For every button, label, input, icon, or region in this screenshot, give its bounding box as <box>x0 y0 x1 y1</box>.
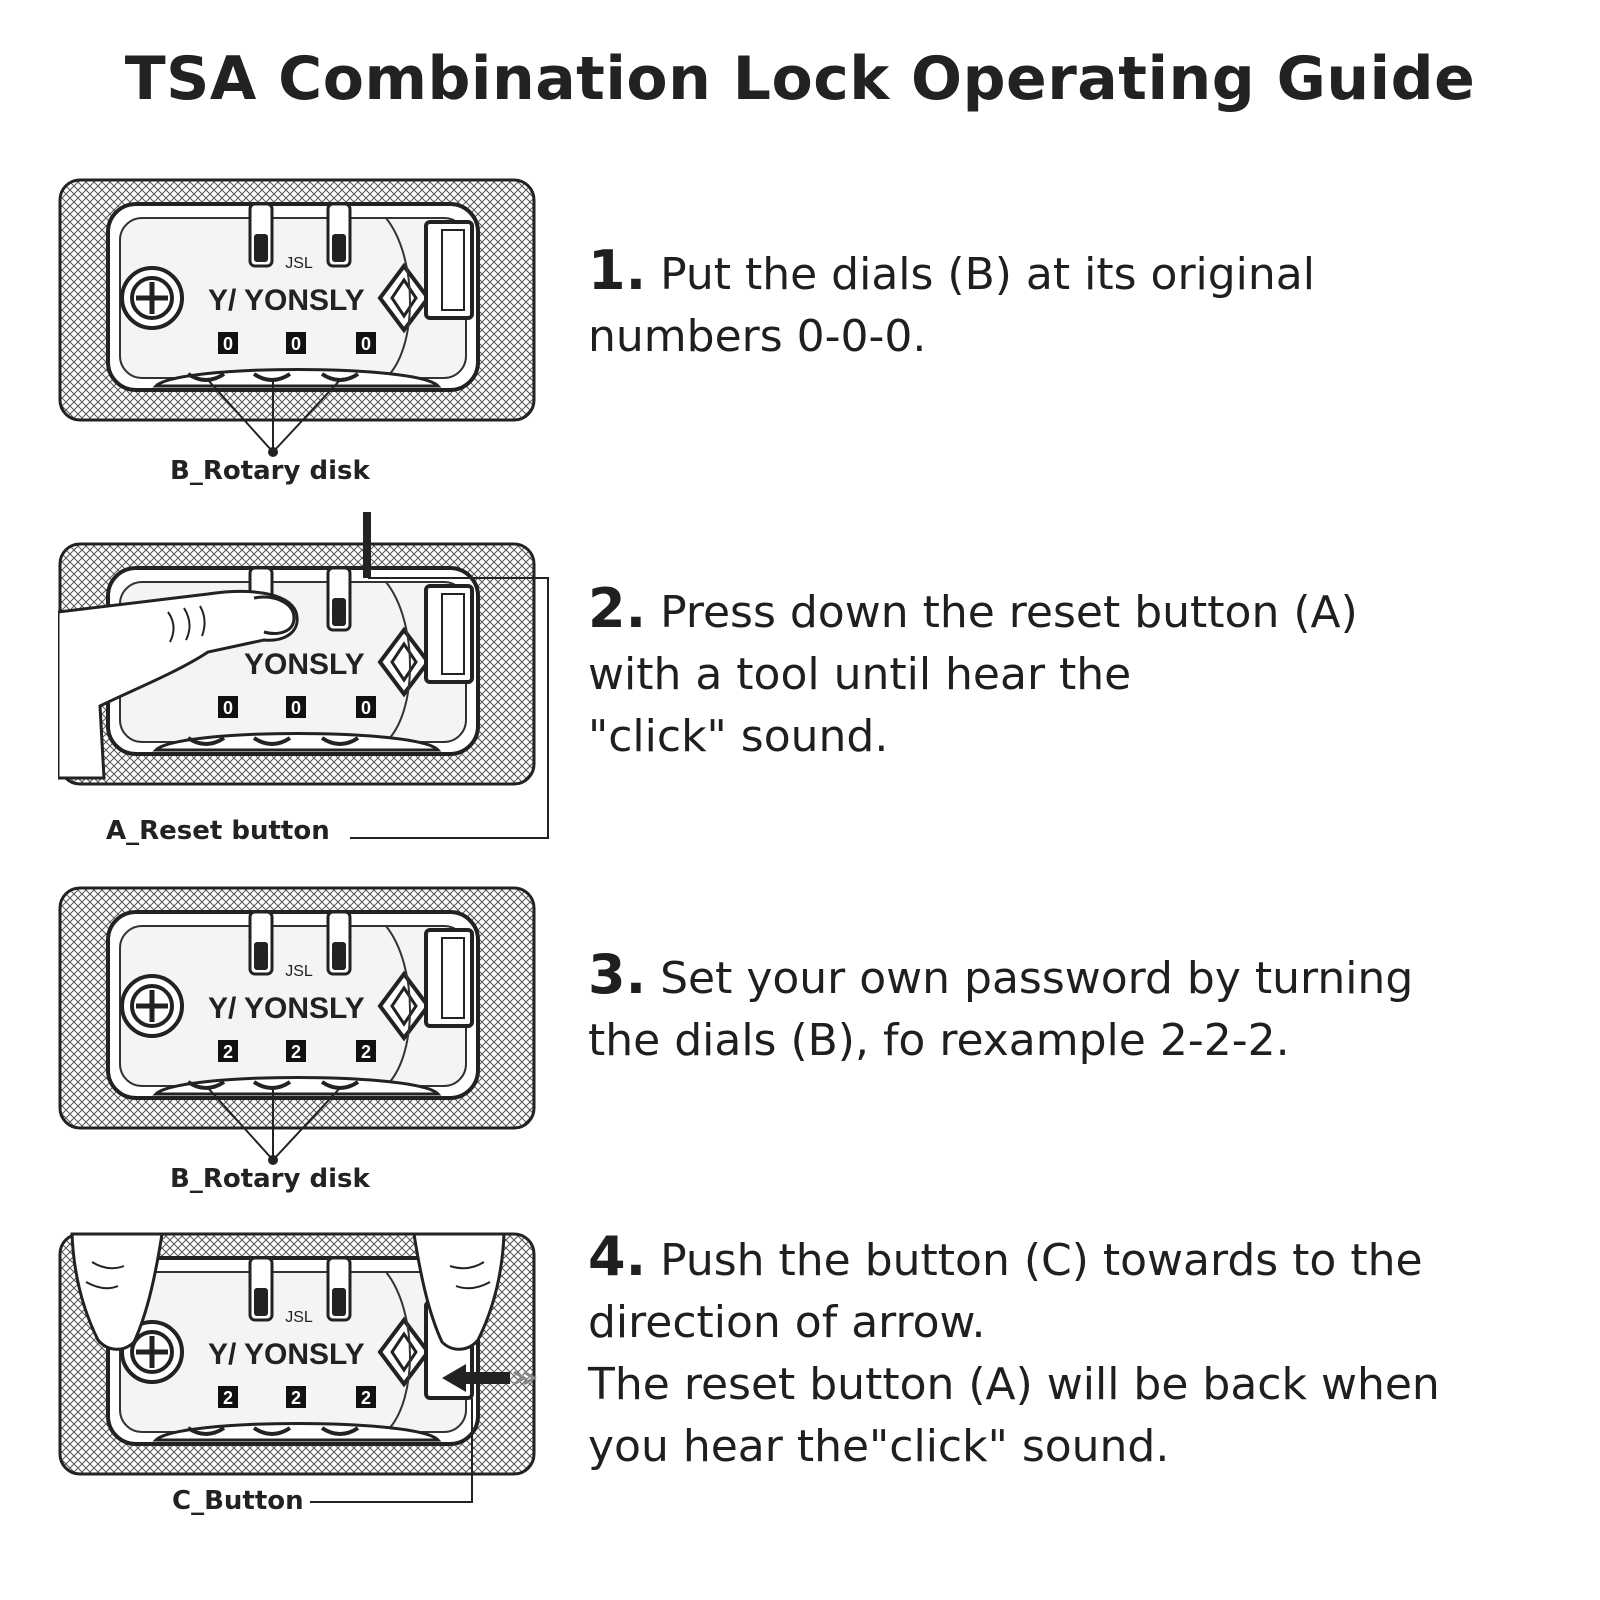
dial-digit: 0 <box>291 334 301 354</box>
thumb-left-icon <box>70 1232 164 1351</box>
push-arrow-icon <box>442 1364 537 1392</box>
step-2-text: 2. Press down the reset button (A) with … <box>588 577 1358 763</box>
label-rotary-disk: B_Rotary disk <box>170 1164 370 1194</box>
brand-logo: YONSLY <box>244 992 365 1025</box>
dial-digit: 0 <box>291 698 301 718</box>
dial-window: 2 2 2 <box>218 1386 376 1408</box>
label-reset-button: A_Reset button <box>106 816 330 846</box>
label-rotary-disk: B_Rotary disk <box>170 456 370 486</box>
dial-window: 0 0 0 <box>218 696 376 718</box>
page-title: TSA Combination Lock Operating Guide <box>124 44 1476 114</box>
brand-mark: Y/ <box>208 992 237 1025</box>
step-1-text: 1. Put the dials (B) at its original num… <box>588 239 1315 363</box>
thumb-right-icon <box>412 1232 506 1351</box>
lock-illustration-step-2: YONSLY 0 0 0 <box>58 542 536 786</box>
step-number: 2. <box>588 577 647 640</box>
dial-digit: 2 <box>361 1388 371 1408</box>
keyhole-icon <box>120 974 184 1038</box>
dial-digit: 0 <box>361 334 371 354</box>
dial-digit: 2 <box>291 1042 301 1062</box>
step-number: 1. <box>588 239 647 302</box>
dial-digit: 0 <box>223 334 233 354</box>
step-4-text: 4. Push the button (C) towards to the di… <box>588 1225 1440 1473</box>
reset-tool-icon <box>363 512 371 578</box>
step-3-text: 3. Set your own password by turning the … <box>588 943 1414 1067</box>
label-c-button: C_Button <box>172 1486 304 1516</box>
model-mark: JSL <box>285 963 313 980</box>
lock-illustration-step-4: JSL Y/ YONSLY 2 2 2 <box>58 1232 537 1476</box>
dial-digit: 0 <box>361 698 371 718</box>
step-number: 4. <box>588 1225 647 1288</box>
rotary-disk-callout <box>207 380 341 457</box>
dial-digit: 2 <box>223 1042 233 1062</box>
dial-digit: 2 <box>361 1042 371 1062</box>
dial-digit: 0 <box>223 698 233 718</box>
brand-mark: Y/ <box>208 1338 237 1371</box>
keyhole-icon <box>120 266 184 330</box>
step-number: 3. <box>588 943 647 1006</box>
c-button-callout <box>310 1398 473 1503</box>
reset-button-callout <box>350 512 549 839</box>
rotary-disk-callout <box>207 1088 341 1165</box>
dial-window: 0 0 0 <box>218 332 376 354</box>
rotary-disks <box>152 368 442 388</box>
brand-logo: YONSLY <box>244 648 365 681</box>
dial-window: 2 2 2 <box>218 1040 376 1062</box>
lock-illustration-step-1: JSL Y/ YONSLY 0 0 0 <box>58 178 536 422</box>
dial-digit: 2 <box>291 1388 301 1408</box>
brand-mark: Y/ <box>208 284 237 317</box>
brand-logo: YONSLY <box>244 1338 365 1371</box>
model-mark: JSL <box>285 255 313 272</box>
dial-digit: 2 <box>223 1388 233 1408</box>
model-mark: JSL <box>285 1309 313 1326</box>
lock-illustration-step-3: JSL Y/ YONSLY 2 2 2 <box>58 886 536 1130</box>
finger-pressing-icon <box>58 589 299 780</box>
brand-logo: YONSLY <box>244 284 365 317</box>
